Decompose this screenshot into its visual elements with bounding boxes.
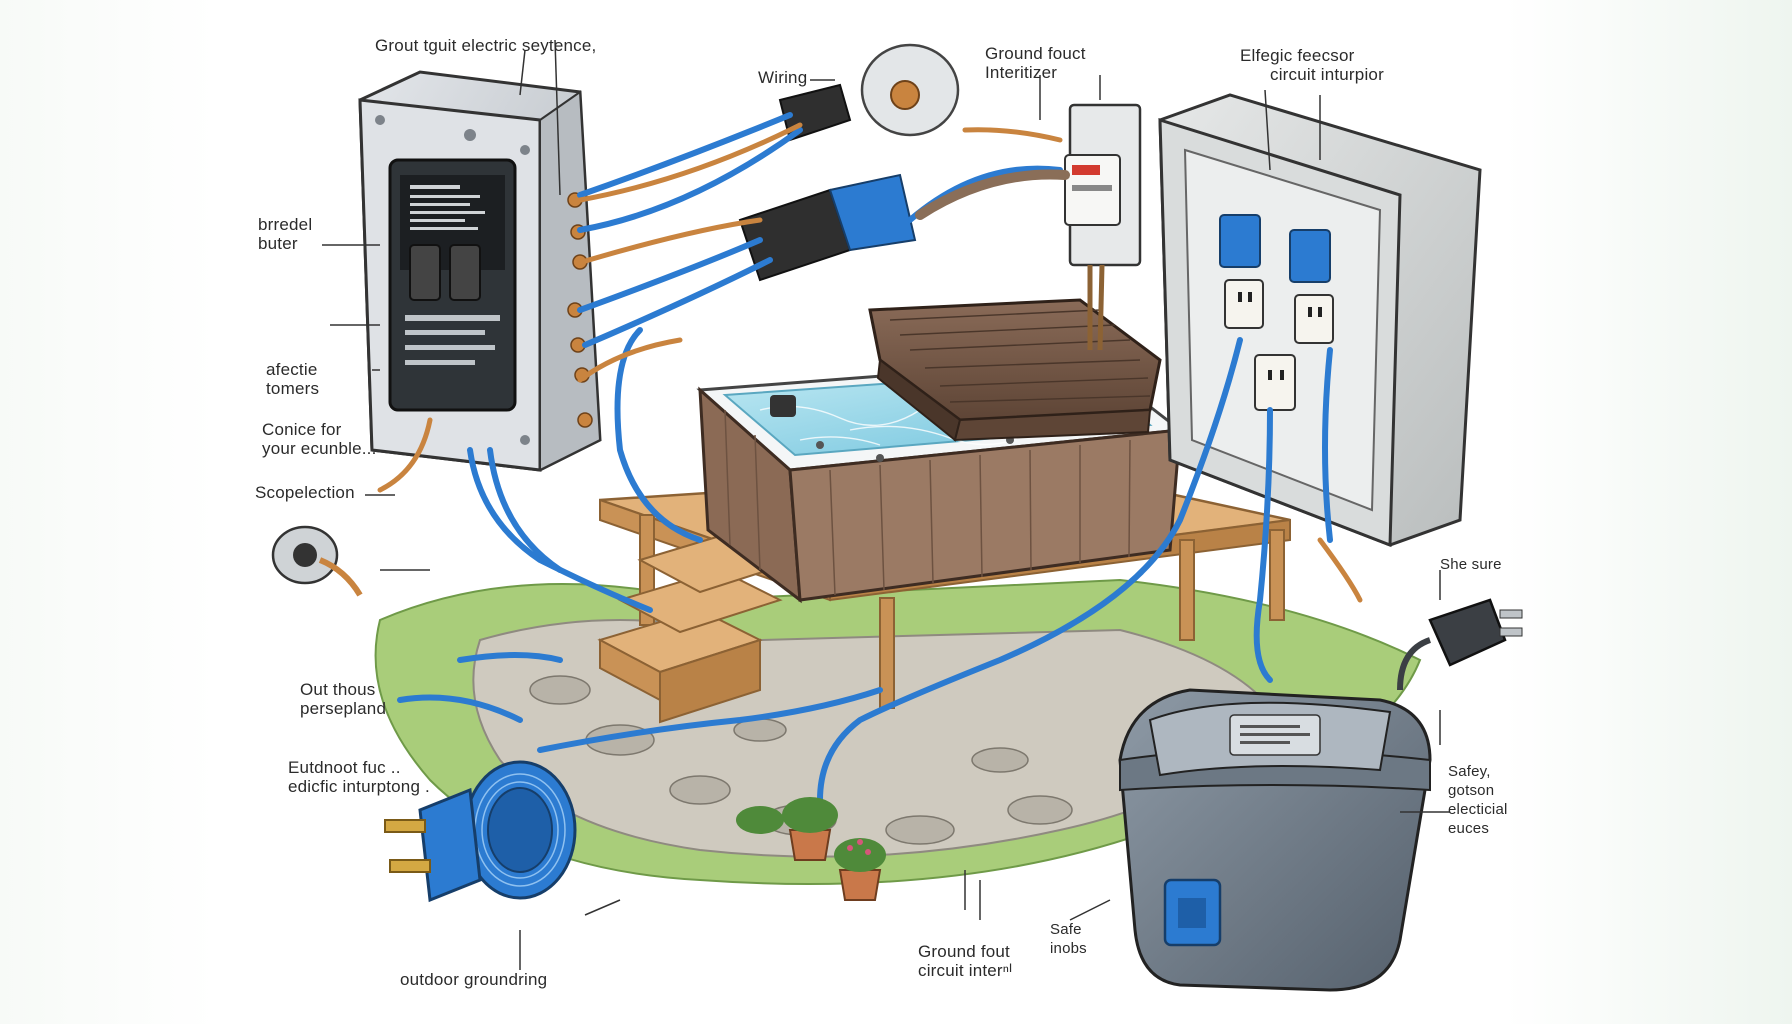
cables — [377, 112, 1363, 803]
gfci-receptacles — [1219, 214, 1334, 411]
label-safety-electrical: Safey, gotson electicial euces — [1448, 763, 1508, 837]
label-scopelection: Scopelection — [255, 483, 355, 502]
cable-reel-plug — [384, 760, 577, 903]
label-ground-fault-bottom: Ground fout circuit interⁿᴵ — [918, 942, 1013, 980]
label-wiring: Wiring — [758, 68, 808, 87]
label-electric-circuit-interrupter: Elfegic feecsor circuit inturpior — [1240, 46, 1384, 84]
plug-connector — [1397, 598, 1523, 691]
label-gfi-electric-system: Grout tguit electric seytence, — [375, 36, 597, 55]
breaker-panel — [358, 70, 602, 472]
leader-lines — [322, 39, 1450, 970]
label-out-thous: Out thous persepland — [300, 680, 387, 718]
gfci-module — [1064, 103, 1142, 351]
label-breaker-button: brredel buter — [258, 215, 313, 253]
wall-outlet-box — [1158, 93, 1482, 548]
label-safety-timers: afectie tomers — [266, 360, 320, 398]
label-outdoor-grounding: outdoor groundring — [400, 970, 548, 989]
label-safe-inobs: Safe inobs — [1050, 921, 1087, 957]
round-outlet-left — [271, 525, 363, 597]
label-outdoor-interrupting: Eutdnoot fuc .. edicfic inturptong . — [288, 758, 430, 796]
wall-plate — [860, 43, 960, 137]
label-ground-fault-interrupter-top: Ground fouct Interitizer — [985, 44, 1086, 82]
planters — [736, 797, 886, 901]
label-connect-for: Conice for your ecunble... — [262, 420, 377, 458]
label-she-sure: She sure — [1440, 556, 1502, 573]
pump-housing — [1118, 688, 1432, 992]
